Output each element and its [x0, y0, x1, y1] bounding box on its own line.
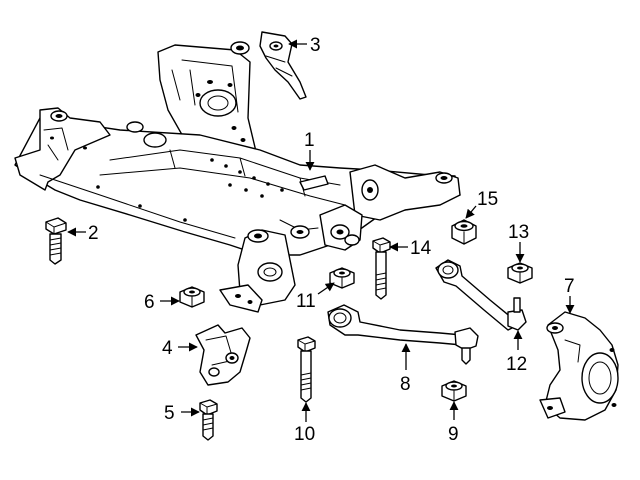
- tension-strut-part-12: [435, 259, 527, 331]
- callout-15: 15: [477, 189, 498, 210]
- callout-5: 5: [164, 403, 175, 424]
- callout-14: 14: [410, 238, 432, 259]
- callout-11: 11: [296, 291, 316, 312]
- callout-2: 2: [88, 223, 99, 244]
- callout-12: 12: [506, 354, 527, 375]
- callout-3: 3: [310, 35, 321, 56]
- bolt-part-10: [297, 336, 316, 403]
- callout-6: 6: [144, 292, 155, 313]
- bracket-part-3: [259, 31, 307, 100]
- bolt-part-14: [372, 237, 391, 300]
- knuckle-part-7: [539, 311, 619, 421]
- callout-13: 13: [508, 222, 529, 243]
- callout-labels: 1 2 3 4 5 6 7 8 9 10 11 12 13 14 15: [88, 35, 575, 445]
- bracket-part-4: [195, 324, 251, 386]
- bolt-part-2: [45, 217, 67, 265]
- nut-part-11: [329, 267, 355, 289]
- nut-part-9: [441, 380, 467, 402]
- leader-lines: [67, 39, 575, 422]
- nut-part-13: [507, 262, 533, 284]
- callout-8: 8: [400, 374, 411, 395]
- control-arm-part-8: [327, 304, 479, 365]
- callout-4: 4: [162, 338, 173, 359]
- subframe-part-1: [14, 41, 461, 313]
- bolt-part-5: [199, 399, 218, 441]
- callout-1: 1: [304, 130, 315, 151]
- callout-7: 7: [564, 276, 575, 297]
- callout-10: 10: [294, 424, 315, 445]
- nut-part-15: [451, 219, 477, 245]
- nut-part-6: [179, 286, 205, 308]
- callout-9: 9: [448, 424, 459, 445]
